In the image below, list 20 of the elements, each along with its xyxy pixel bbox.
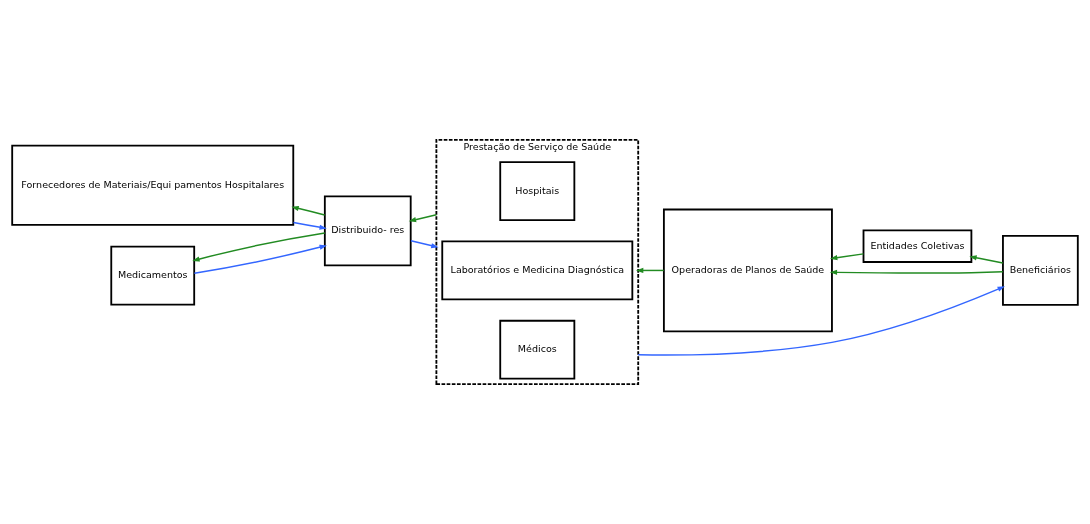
node-box: Beneficiários (1002, 235, 1079, 306)
arrow (969, 255, 1004, 264)
arrow (292, 221, 327, 230)
arrow (635, 267, 665, 273)
node-box: Hospitais (499, 161, 576, 222)
node-box: Distribuido- res (323, 195, 412, 267)
node-box: Médicos (499, 319, 576, 380)
arrow (829, 269, 1004, 275)
arrow (192, 232, 326, 262)
arrow (410, 240, 439, 249)
node-box: Medicamentos (110, 245, 196, 306)
node-box: Operadoras de Planos de Saúde (662, 208, 833, 333)
arrow (408, 214, 438, 223)
node-box: Laboratórios e Medicina Diagnóstica (441, 240, 634, 301)
arrow (291, 205, 326, 216)
node-box: Entidades Coletivas (862, 229, 973, 263)
arrow (637, 286, 1005, 356)
arrow (830, 253, 865, 261)
node-box: Fornecedores de Materiais/Equi pamentos Hospitalares (11, 144, 295, 226)
arrow (193, 244, 327, 274)
